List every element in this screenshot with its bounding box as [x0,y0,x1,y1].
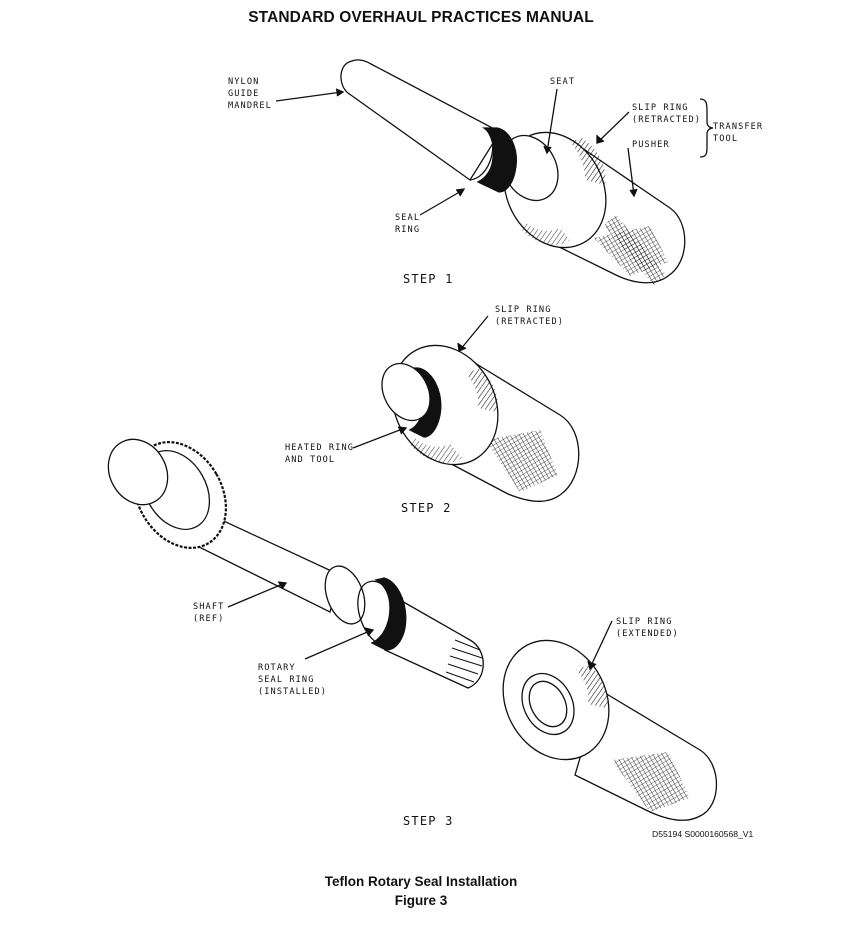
callout-rotary-seal-ring: ROTARY SEAL RING (INSTALLED) [258,663,328,697]
callout-pusher: PUSHER [632,140,670,150]
callout-seal-ring: SEAL RING [395,213,421,235]
callout-transfer-tool: TRANSFER TOOL [713,122,764,144]
callout-heated-ring-and-tool: HEATED RING AND TOOL [285,443,355,465]
figure-caption-title: Teflon Rotary Seal Installation [324,874,518,889]
callout-seat: SEAT [550,77,576,87]
callout-nylon-guide-mandrel: NYLON GUIDE MANDREL [228,77,272,111]
heated-tool-face [381,362,431,422]
rotary-seal-band [370,577,407,651]
callout-slip-ring-retracted-2: SLIP RING (RETRACTED) [495,305,565,327]
step2-drawing [352,315,580,502]
step3-label: STEP 3 [403,814,454,828]
gear-hub [107,438,169,506]
nylon-mandrel [340,59,501,181]
step3-drawing [107,438,718,822]
document-id: D55194 S0000160568_V1 [652,829,754,839]
callout-slip-ring-retracted-1: SLIP RING (RETRACTED) [632,103,702,125]
step1-drawing [275,59,714,286]
callout-shaft-ref: SHAFT (REF) [193,602,225,624]
figure-number: Figure 3 [394,893,448,908]
callout-slip-ring-extended: SLIP RING (EXTENDED) [616,617,679,639]
shaft-spline-end [384,599,484,689]
step2-label: STEP 2 [401,501,452,515]
manual-title: STANDARD OVERHAUL PRACTICES MANUAL [248,9,594,26]
step1-label: STEP 1 [403,272,454,286]
